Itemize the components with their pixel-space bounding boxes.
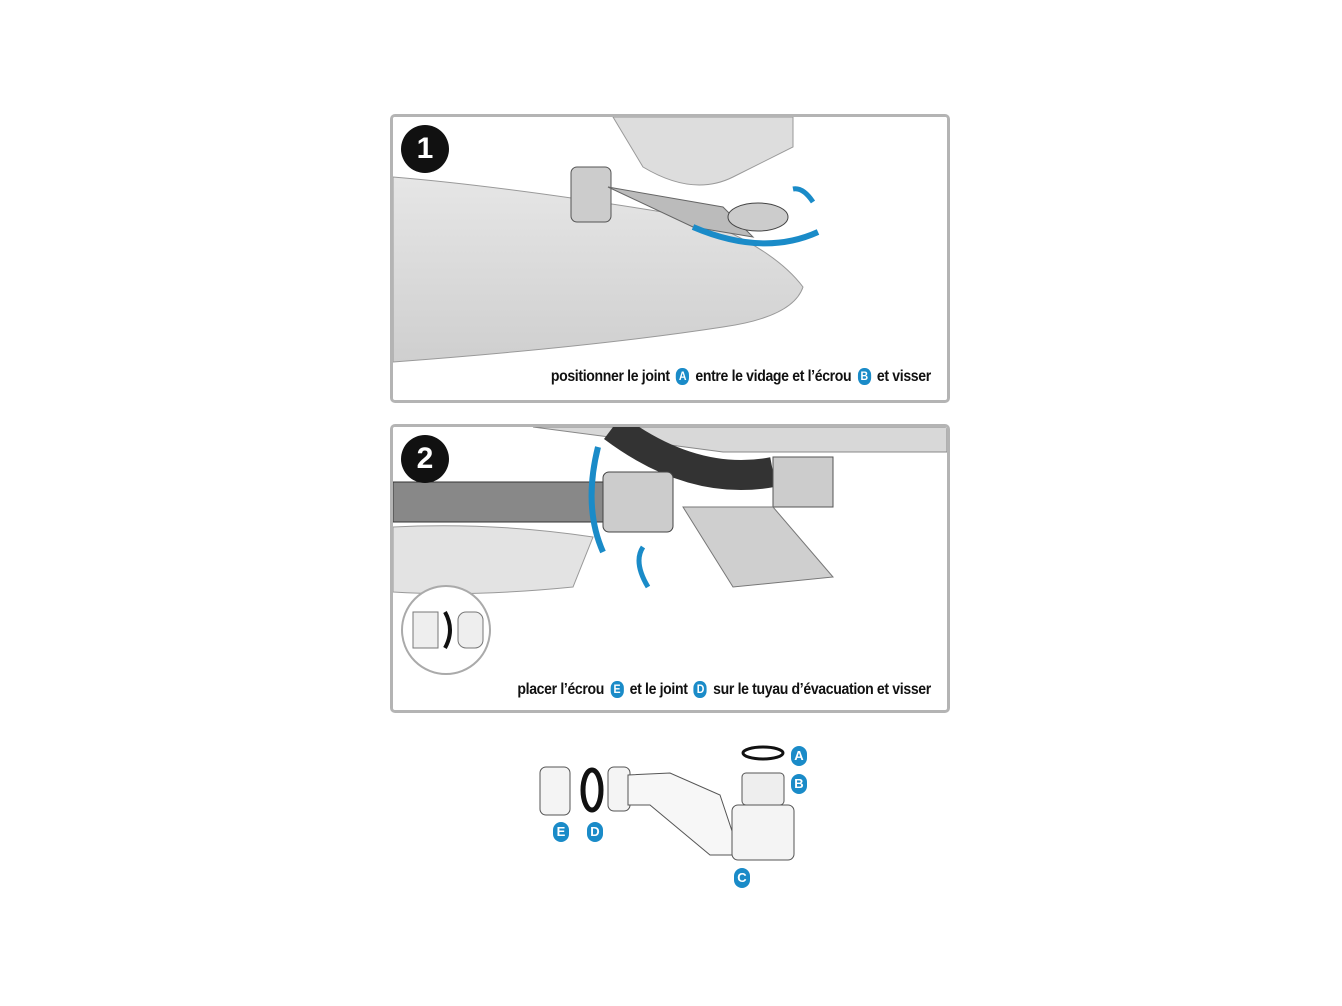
caption-text: et visser	[877, 368, 931, 385]
step-2-panel: 2 placer l’écrou E et le joint D sur le …	[390, 424, 950, 713]
step-1-panel: 1 positionner le joint A entre le vidage…	[390, 114, 950, 403]
step-number-badge: 2	[401, 435, 449, 483]
part-badge-b: B	[857, 368, 871, 385]
joint-detail-illustration	[412, 611, 484, 649]
drain-parts-illustration	[539, 745, 795, 861]
caption-text: placer l’écrou	[517, 681, 605, 698]
part-badge-d: D	[693, 681, 708, 698]
step-number-badge: 1	[401, 125, 449, 173]
step-1-illustration	[393, 117, 947, 367]
caption-text: positionner le joint	[550, 368, 670, 385]
part-label-a: A	[791, 746, 807, 766]
part-label-c: C	[734, 868, 750, 888]
parts-diagram: A B C D E	[520, 735, 830, 895]
part-label-d: D	[587, 822, 603, 842]
step-2-illustration	[393, 427, 947, 617]
part-label-b: B	[791, 774, 807, 794]
step-2-caption: placer l’écrou E et le joint D sur le tu…	[517, 681, 931, 699]
part-badge-a: A	[676, 368, 690, 385]
step-1-caption: positionner le joint A entre le vidage e…	[551, 368, 931, 386]
caption-text: sur le tuyau d’évacuation et visser	[713, 681, 931, 698]
part-label-e: E	[553, 822, 569, 842]
part-badge-e: E	[610, 681, 624, 698]
caption-text: entre le vidage et l’écrou	[695, 368, 852, 385]
detail-inset-joint	[401, 585, 491, 675]
caption-text: et le joint	[629, 681, 688, 698]
